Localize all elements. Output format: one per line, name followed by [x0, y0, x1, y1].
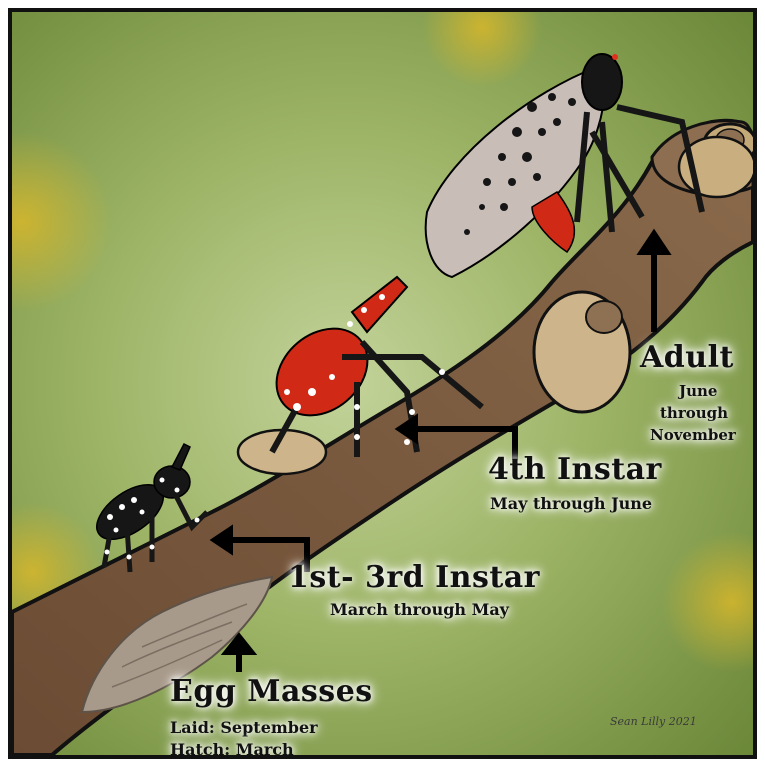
artist-signature: Sean Lilly 2021 — [610, 715, 697, 728]
adult-period-line1: June — [679, 382, 717, 400]
instar13-period: March through May — [330, 600, 509, 619]
adult-period-line2: through — [660, 404, 728, 422]
egg-laid: Laid: September — [170, 718, 318, 737]
instar4-title: 4th Instar — [488, 452, 662, 487]
lifecycle-illustration: Sean Lilly 2021 — [12, 12, 753, 755]
egg-hatch: Hatch: March — [170, 740, 294, 759]
adult-title: Adult — [640, 340, 734, 375]
egg-hatch-label: Hatch: — [170, 740, 230, 759]
adult-period-line3: November — [650, 426, 736, 444]
leaf-scar-bud — [586, 301, 622, 333]
illustration-frame: Sean Lilly 2021 Adult June through Novem… — [8, 8, 757, 759]
egg-laid-value: September — [220, 718, 317, 737]
instar13-title: 1st- 3rd Instar — [288, 560, 540, 595]
egg-hatch-value: March — [236, 740, 294, 759]
egg-title: Egg Masses — [170, 674, 373, 709]
egg-laid-label: Laid: — [170, 718, 215, 737]
instar4-period: May through June — [490, 494, 652, 513]
